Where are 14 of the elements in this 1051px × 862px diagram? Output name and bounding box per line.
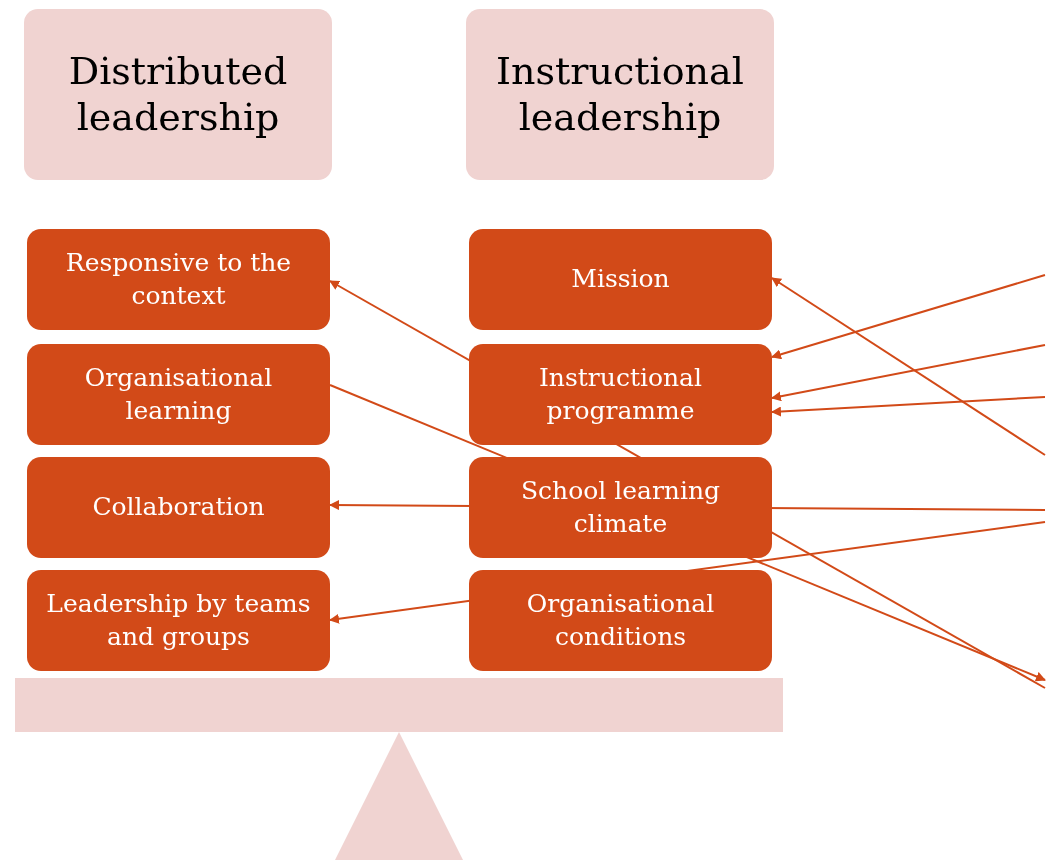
arrow: [771, 344, 1046, 402]
arrow: [771, 396, 1046, 417]
factor-box: Instructional programme: [469, 344, 772, 445]
factor-box: Leadership by teams and groups: [27, 570, 330, 671]
factor-box: Organisational learning: [27, 344, 330, 445]
arrow: [771, 277, 1046, 456]
factor-box: Responsive to the context: [27, 229, 330, 330]
factor-box: Mission: [469, 229, 772, 330]
factor-box: School learning climate: [469, 457, 772, 558]
arrow: [771, 274, 1046, 360]
factor-box: Collaboration: [27, 457, 330, 558]
factor-box: Organisational conditions: [469, 570, 772, 671]
category-header-box: Instructional leadership: [466, 9, 774, 180]
category-header-box: Distributed leadership: [24, 9, 332, 180]
